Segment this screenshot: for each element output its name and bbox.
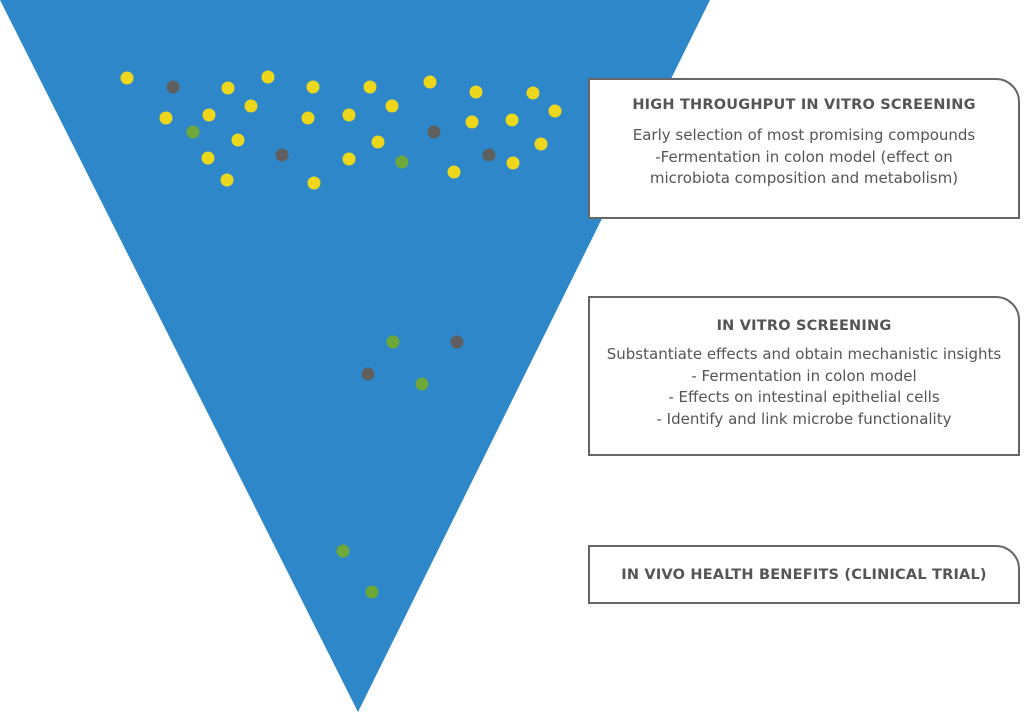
- compound-dot-yellow: [231, 133, 245, 147]
- compound-dot-green: [386, 335, 400, 349]
- compound-dot-grey: [361, 367, 375, 381]
- compound-dot-yellow: [342, 152, 356, 166]
- stage-title: HIGH THROUGHPUT IN VITRO SCREENING: [632, 97, 976, 113]
- compound-dot-yellow: [220, 173, 234, 187]
- compound-dot-yellow: [306, 80, 320, 94]
- compound-dot-yellow: [505, 113, 519, 127]
- stage-line: - Effects on intestinal epithelial cells: [668, 388, 940, 406]
- compound-dot-yellow: [506, 156, 520, 170]
- compound-dot-yellow: [534, 137, 548, 151]
- compound-dot-yellow: [465, 115, 479, 129]
- compound-dot-yellow: [423, 75, 437, 89]
- stage-line: - Fermentation in colon model: [691, 366, 917, 385]
- compound-dot-yellow: [201, 151, 215, 165]
- stage-line: microbiota composition and metabolism): [649, 169, 959, 187]
- compound-dot-green: [415, 377, 429, 391]
- compound-dot-yellow: [447, 165, 461, 179]
- compound-dot-grey: [450, 335, 464, 349]
- compound-dot-yellow: [301, 111, 315, 125]
- stage-line: - Identify and link microbe functionalit…: [656, 409, 952, 428]
- stage-box-in-vitro: IN VITRO SCREENING Substantiate effects …: [588, 296, 1020, 456]
- compound-dot-green: [186, 125, 200, 139]
- compound-dot-grey: [275, 148, 289, 162]
- compound-dot-green: [336, 544, 350, 558]
- compound-dot-yellow: [469, 85, 483, 99]
- compound-dot-yellow: [120, 71, 134, 85]
- compound-dot-green: [395, 155, 409, 169]
- compound-dot-grey: [427, 125, 441, 139]
- compound-dot-yellow: [159, 111, 173, 125]
- compound-dot-green: [365, 585, 379, 599]
- stage-title: IN VIVO HEALTH BENEFITS (CLINICAL TRIAL): [621, 567, 987, 583]
- compound-dot-yellow: [244, 99, 258, 113]
- compound-dot-yellow: [202, 108, 216, 122]
- compound-dot-yellow: [342, 108, 356, 122]
- compound-dot-yellow: [221, 81, 235, 95]
- stage-line: Substantiate effects and obtain mechanis…: [606, 345, 1002, 363]
- stage-box-in-vivo: IN VIVO HEALTH BENEFITS (CLINICAL TRIAL): [588, 545, 1020, 604]
- compound-dot-yellow: [526, 86, 540, 100]
- stage-box-high-throughput: HIGH THROUGHPUT IN VITRO SCREENING Early…: [588, 78, 1020, 219]
- compound-dot-yellow: [261, 70, 275, 84]
- stage-line: Early selection of most promising compou…: [632, 126, 976, 144]
- compound-dot-grey: [166, 80, 180, 94]
- stage-line: -Fermentation in colon model (effect on: [655, 147, 953, 166]
- funnel-triangle: [0, 0, 710, 712]
- compound-dot-grey: [482, 148, 496, 162]
- compound-dot-yellow: [371, 135, 385, 149]
- compound-dot-yellow: [307, 176, 321, 190]
- compound-dot-yellow: [548, 104, 562, 118]
- compound-dot-yellow: [385, 99, 399, 113]
- compound-dot-yellow: [363, 80, 377, 94]
- stage-title: IN VITRO SCREENING: [716, 318, 892, 334]
